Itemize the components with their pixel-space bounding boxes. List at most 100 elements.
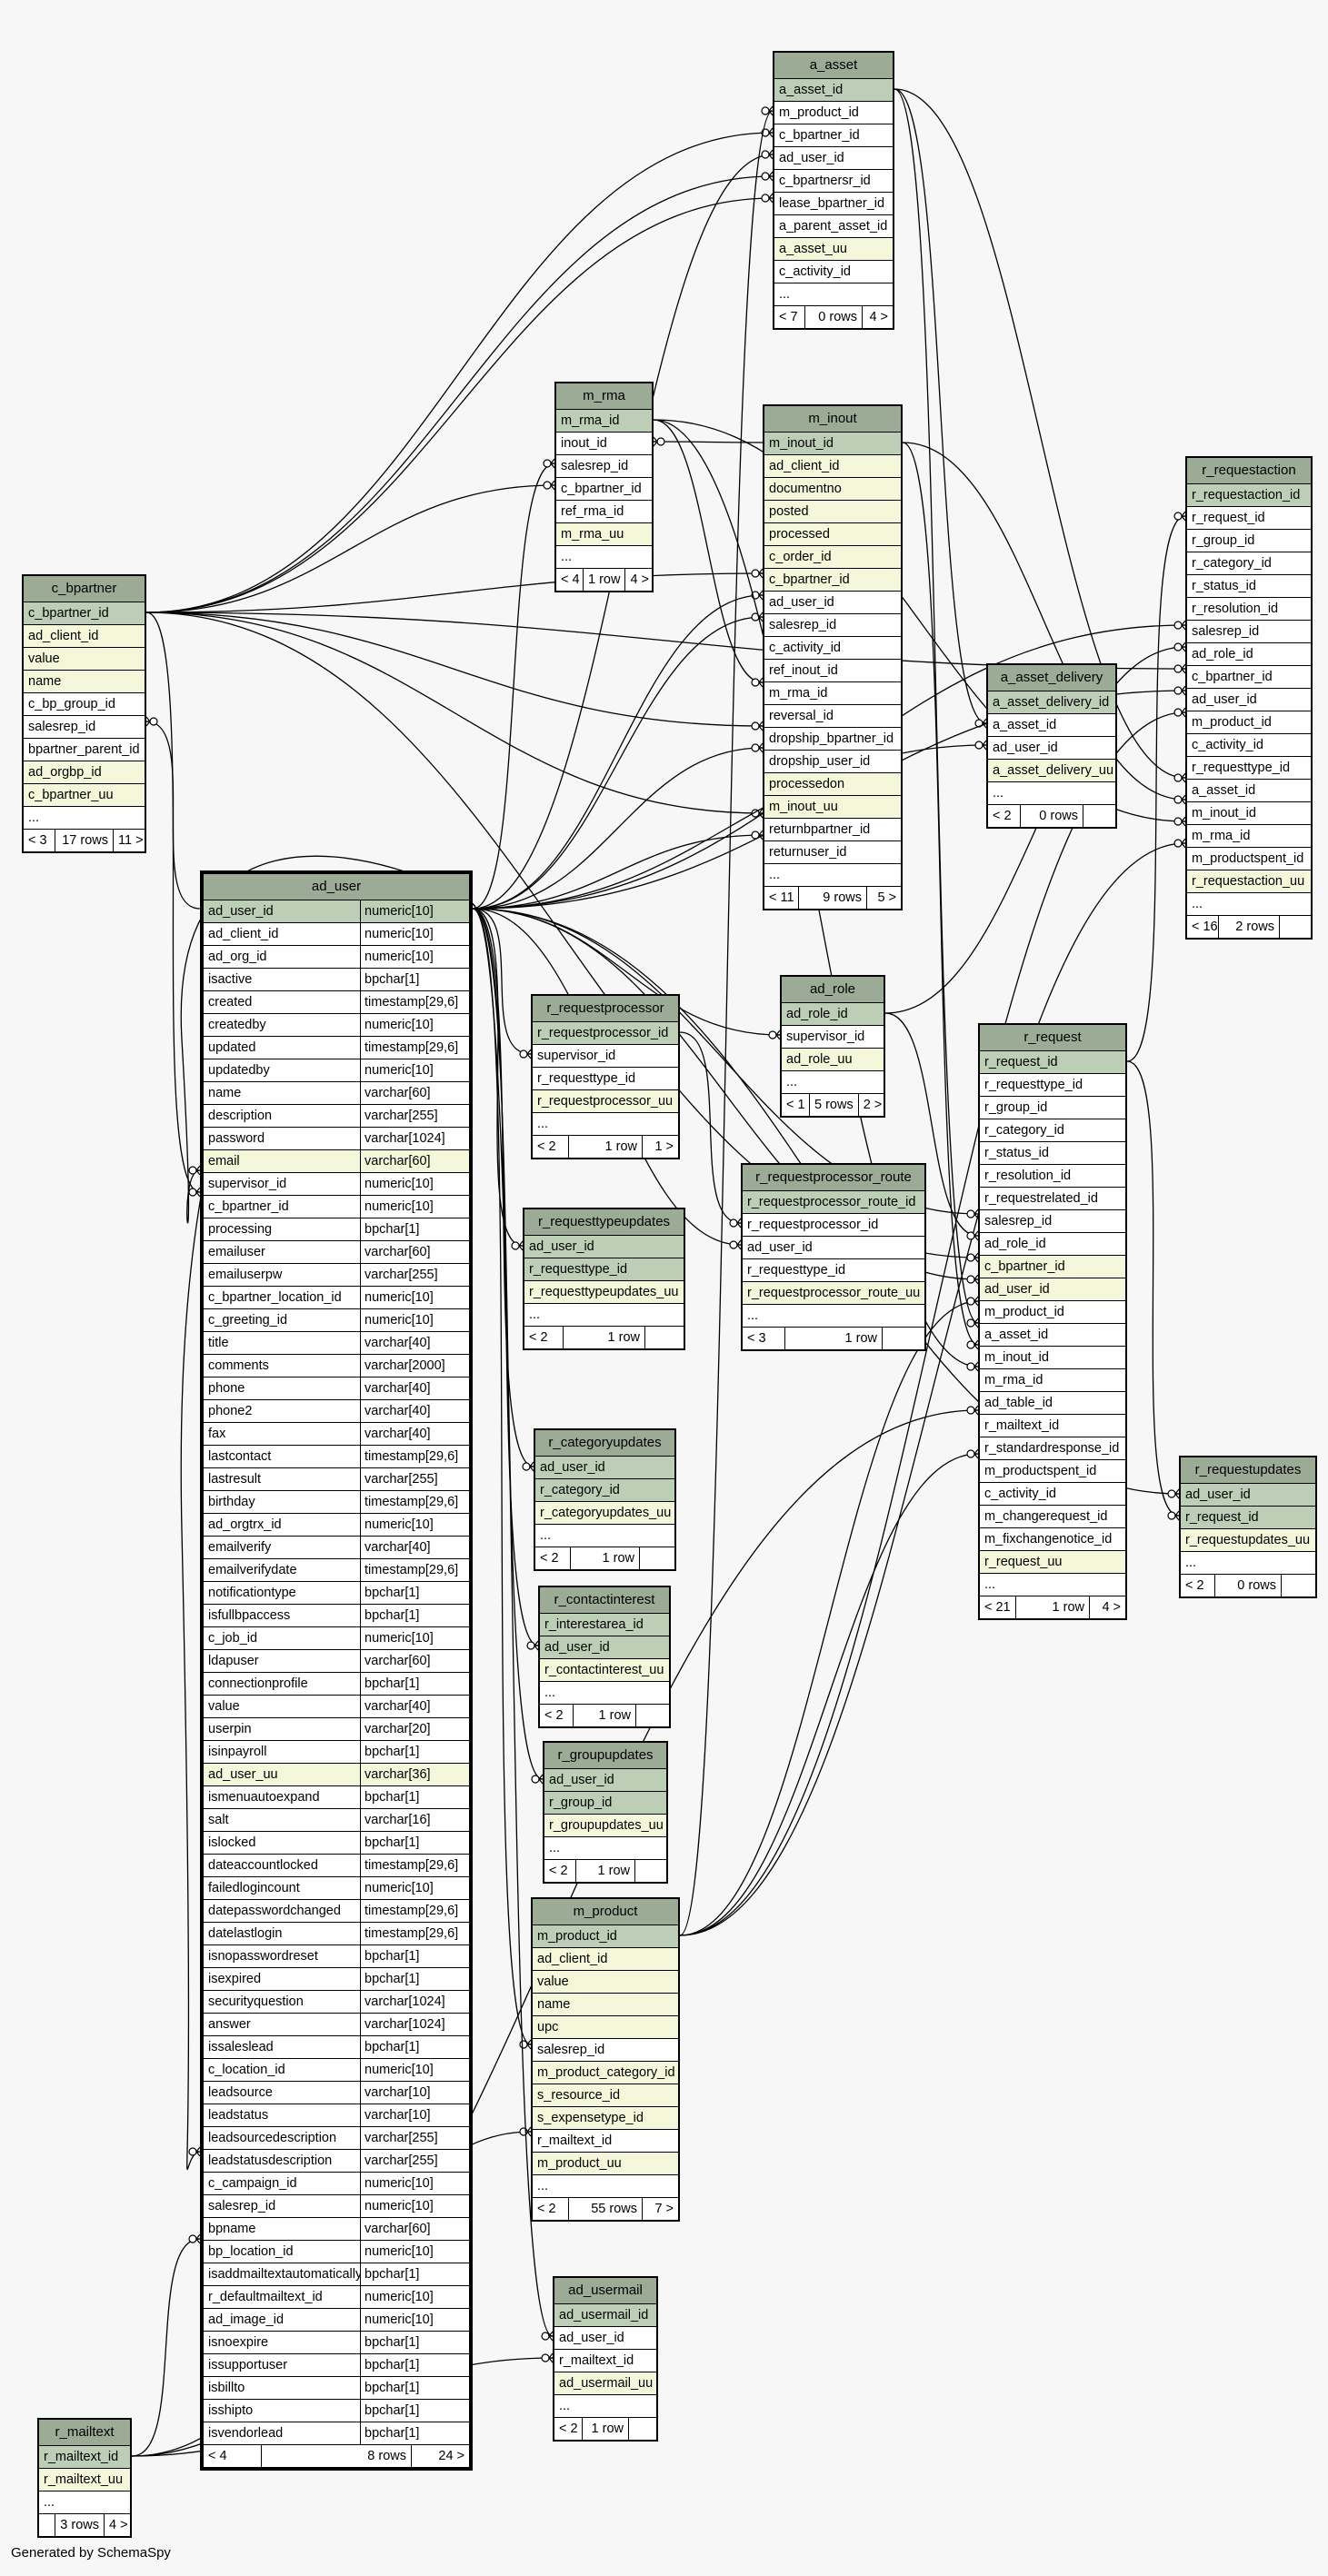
column-name: c_campaign_id <box>208 2176 297 2191</box>
table-title[interactable]: r_groupupdates <box>544 1743 666 1769</box>
optional-marker <box>974 741 984 750</box>
parent-count[interactable]: < 2 <box>524 1327 564 1348</box>
child-count[interactable] <box>1282 1575 1315 1596</box>
column-type: varchar[10] <box>360 2082 469 2104</box>
table-title[interactable]: m_product <box>533 1899 678 1925</box>
child-count[interactable]: 24 > <box>438 2449 464 2463</box>
column-row: ad_role_uu <box>782 1049 884 1071</box>
column-row: name <box>24 671 145 693</box>
column-row: r_request_id <box>1187 507 1311 530</box>
column-row: documentno <box>764 478 901 501</box>
table-title[interactable]: r_requestprocessor <box>533 996 678 1022</box>
table-title[interactable]: a_asset_delivery <box>988 665 1115 691</box>
column-type: numeric[10] <box>360 2195 469 2217</box>
child-count[interactable] <box>645 1327 684 1348</box>
table-title[interactable]: r_requesttypeupdates <box>524 1209 684 1236</box>
parent-count[interactable]: < 3 <box>24 830 55 851</box>
column-row: ad_role_id <box>1187 643 1311 666</box>
column-name: m_inout_id <box>1192 806 1256 821</box>
column-row: c_activity_id <box>774 261 893 283</box>
child-count[interactable] <box>636 1705 669 1726</box>
parent-count[interactable]: < 2 <box>544 1860 576 1882</box>
child-count[interactable] <box>635 1860 666 1882</box>
table-title[interactable]: m_rma <box>556 383 652 410</box>
parent-count[interactable]: < 1 <box>782 1094 810 1116</box>
table-title[interactable]: ad_usermail <box>554 2278 656 2304</box>
column-name: ... <box>540 1528 552 1543</box>
parent-count[interactable]: < 2 <box>533 1136 569 1158</box>
parent-count[interactable]: < 4 <box>204 2445 262 2467</box>
parent-count[interactable]: < 3 <box>743 1328 785 1349</box>
table-title[interactable]: r_requestprocessor_route <box>743 1165 924 1191</box>
relationship-edge <box>145 197 774 613</box>
table-title[interactable]: r_contactinterest <box>540 1587 669 1614</box>
child-count[interactable] <box>629 2418 656 2440</box>
child-count[interactable]: 5 > <box>877 890 896 905</box>
parent-count[interactable]: < 2 <box>533 2198 569 2220</box>
table-title[interactable]: m_inout <box>764 406 901 433</box>
column-name: ad_user_id <box>984 1282 1050 1297</box>
column-name: r_mailtext_id <box>984 1418 1060 1433</box>
table-title[interactable]: r_categoryupdates <box>535 1430 674 1457</box>
child-count[interactable] <box>1083 805 1115 827</box>
parent-count[interactable]: < 2 <box>988 805 1021 827</box>
table-title[interactable]: ad_role <box>782 977 884 1003</box>
column-name: isactive <box>208 972 253 987</box>
parent-count[interactable]: < 21 <box>980 1596 1016 1618</box>
more-columns-row: ... <box>533 2175 678 2198</box>
optional-marker <box>966 1340 975 1349</box>
child-count[interactable]: 11 > <box>118 833 144 848</box>
child-count[interactable] <box>1280 916 1311 938</box>
child-count[interactable]: 4 > <box>109 2518 128 2532</box>
child-count[interactable]: 7 > <box>654 2202 674 2216</box>
child-count[interactable]: 1 > <box>654 1139 674 1154</box>
child-count[interactable]: 4 > <box>1102 1600 1121 1615</box>
parent-count[interactable]: < 2 <box>540 1705 574 1726</box>
parent-count[interactable]: < 7 <box>774 306 805 328</box>
parent-count[interactable]: < 2 <box>554 2418 583 2440</box>
table-title[interactable]: a_asset <box>774 53 893 79</box>
relationship-edge <box>1126 1060 1180 1517</box>
parent-count[interactable]: < 2 <box>1181 1575 1215 1596</box>
column-name: ad_orgbp_id <box>28 765 102 780</box>
table-title[interactable]: c_bpartner <box>24 576 145 602</box>
parent-count[interactable]: < 11 <box>764 887 799 909</box>
parent-count[interactable]: < 16 <box>1187 916 1219 938</box>
column-name: returnuser_id <box>769 845 847 860</box>
table-title[interactable]: r_requestupdates <box>1181 1457 1315 1484</box>
table-title[interactable]: r_mailtext <box>39 2420 130 2446</box>
parent-count[interactable] <box>39 2514 56 2536</box>
child-count[interactable] <box>640 1547 674 1569</box>
column-name: name <box>537 1997 571 2012</box>
child-count[interactable]: 4 > <box>869 310 888 324</box>
parent-count[interactable]: < 4 <box>556 569 584 591</box>
parent-count[interactable]: < 2 <box>535 1547 571 1569</box>
child-count[interactable]: 4 > <box>630 572 650 587</box>
table-title[interactable]: ad_user <box>204 874 469 900</box>
child-count[interactable] <box>883 1328 924 1349</box>
table-title[interactable]: r_requestaction <box>1187 458 1311 484</box>
child-count[interactable]: 2 > <box>863 1098 883 1112</box>
table-title[interactable]: r_request <box>980 1025 1125 1051</box>
